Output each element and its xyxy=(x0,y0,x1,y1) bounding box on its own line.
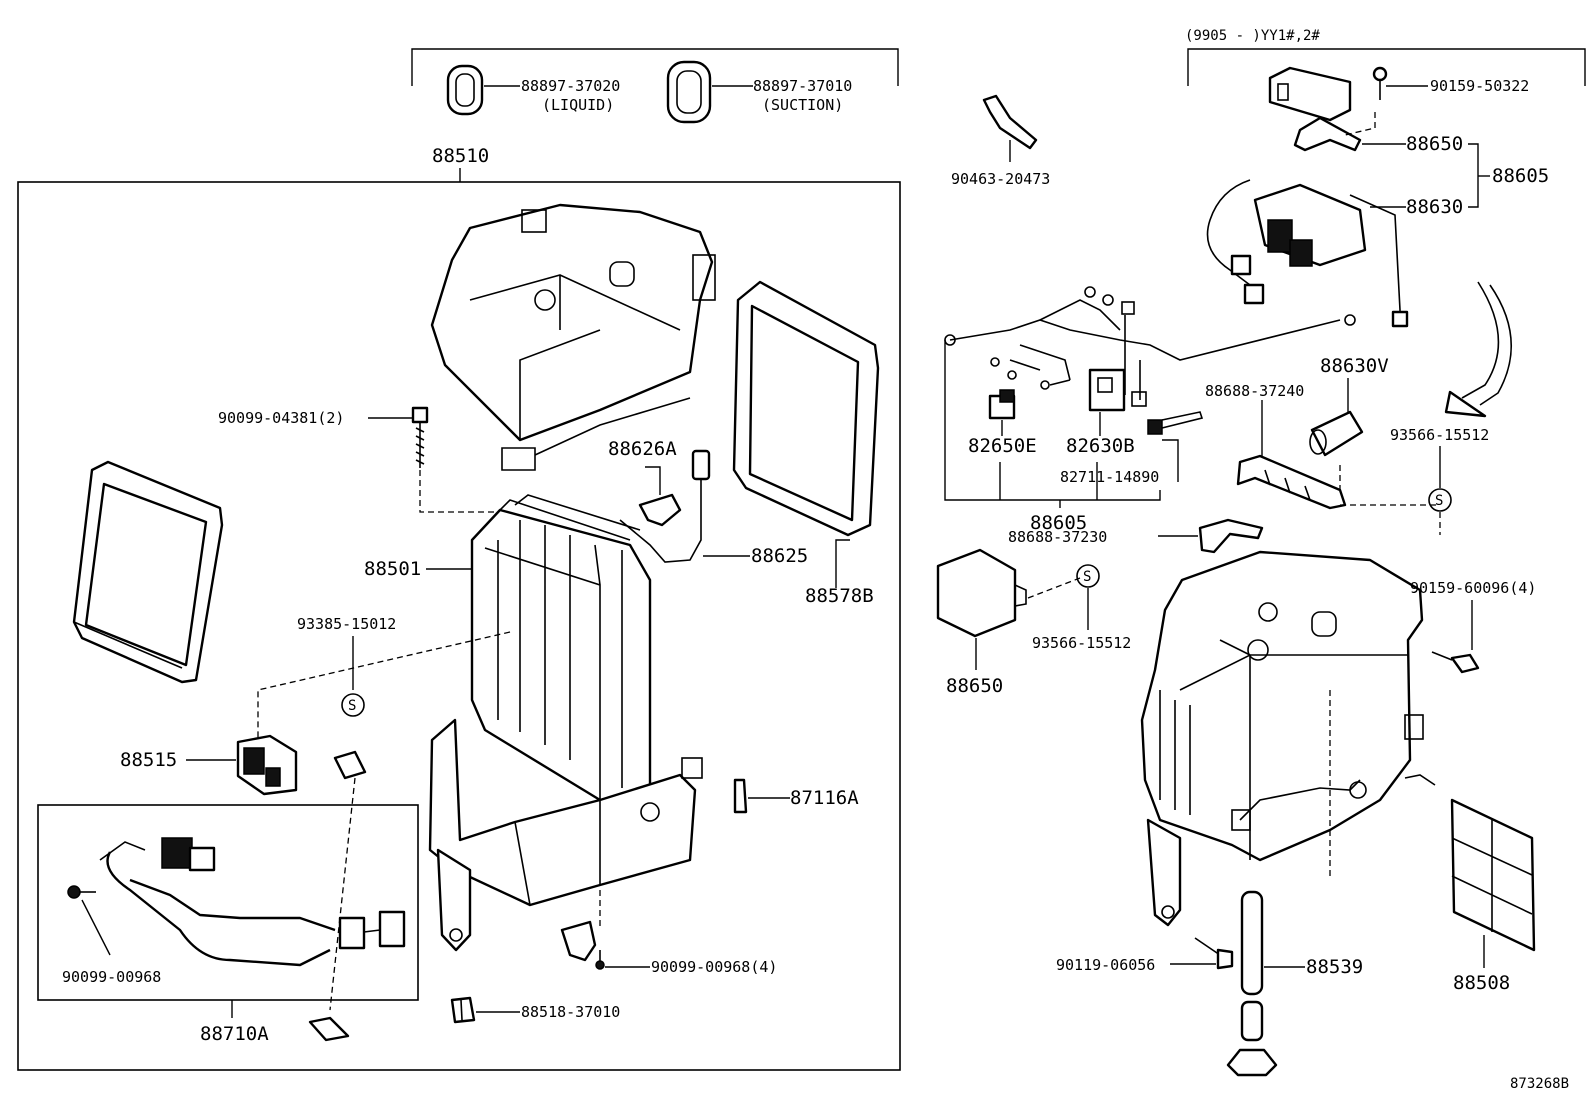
label-90099-00968-4: 90099-00968(4) xyxy=(651,958,777,976)
gasket-frame-left-icon xyxy=(72,460,224,684)
label-88508: 88508 xyxy=(1453,972,1510,994)
svg-text:S: S xyxy=(1083,569,1091,585)
expansion-valve-icon xyxy=(236,734,298,796)
label-88688-37230: 88688-37230 xyxy=(1008,528,1107,546)
gasket-frame-right-icon xyxy=(732,280,880,537)
bracket-top-icon xyxy=(1293,116,1362,152)
label-88578B: 88578B xyxy=(805,585,874,607)
label-90099-00968: 90099-00968 xyxy=(62,968,161,986)
label-90159-60096: 90159-60096(4) xyxy=(1410,579,1536,597)
label-liquid: (LIQUID) xyxy=(542,96,614,114)
evaporator-core-icon xyxy=(470,494,652,802)
hex-screw-icon xyxy=(1431,651,1480,674)
label-88630: 88630 xyxy=(1406,196,1463,218)
oring-suction-icon xyxy=(666,60,712,124)
label-93385-15012: 93385-15012 xyxy=(297,615,396,633)
screw-icon xyxy=(595,950,605,970)
label-88710A: 88710A xyxy=(200,1023,269,1045)
svg-text:S: S xyxy=(348,698,356,714)
label-88515: 88515 xyxy=(120,749,177,771)
oring-liquid-icon xyxy=(446,64,484,116)
label-88897-37020: 88897-37020 xyxy=(521,77,620,95)
label-90099-04381: 90099-04381(2) xyxy=(218,409,344,427)
relay-box-icon xyxy=(1268,66,1352,122)
label-87116A: 87116A xyxy=(790,787,859,809)
label-88539: 88539 xyxy=(1306,956,1363,978)
label-90463-20473: 90463-20473 xyxy=(951,170,1050,188)
assembled-unit-icon xyxy=(1140,550,1436,927)
s-mark-icon: S xyxy=(341,693,365,717)
label-82630B: 82630B xyxy=(1066,435,1135,457)
screw-top-icon xyxy=(1372,66,1388,100)
small-screw-icon xyxy=(67,885,96,899)
s-mark-right-icon: S xyxy=(1428,488,1452,512)
oring-bracket xyxy=(411,48,899,86)
thermistor-icon xyxy=(619,449,711,563)
label-88626A: 88626A xyxy=(608,438,677,460)
bracket-icon xyxy=(560,920,597,962)
thermistor-clip-icon xyxy=(638,493,682,527)
label-88605-mid: 88605 xyxy=(1030,512,1087,534)
amplifier-box-icon xyxy=(936,548,1027,638)
label-90119-06056: 90119-06056 xyxy=(1056,956,1155,974)
connector-82650E-icon xyxy=(988,389,1016,420)
label-88510: 88510 xyxy=(432,145,489,167)
label-82650E: 82650E xyxy=(968,435,1037,457)
bolt-small-icon xyxy=(1194,937,1234,970)
label-88897-37010: 88897-37010 xyxy=(753,77,852,95)
vsv-icon xyxy=(1309,410,1364,457)
label-88650-top: 88650 xyxy=(1406,133,1463,155)
lower-case-icon xyxy=(428,718,703,952)
band-clamp-icon xyxy=(982,94,1038,150)
evaporator-unit-box xyxy=(17,181,901,1071)
refrigerant-tube-icon xyxy=(99,837,406,967)
connector-82711-icon xyxy=(1147,411,1204,435)
bracket-plate-icon xyxy=(1236,454,1347,510)
upper-case-icon xyxy=(430,203,716,471)
label-93566-15512-right: 93566-15512 xyxy=(1390,426,1489,444)
label-88650-left: 88650 xyxy=(946,675,1003,697)
drain-hose-icon xyxy=(1226,890,1278,1077)
svg-text:S: S xyxy=(1435,493,1443,509)
relay-82630B-icon xyxy=(1088,368,1126,412)
arrow-icon xyxy=(1444,281,1512,418)
relay-bracket xyxy=(1187,48,1586,86)
bolt-icon xyxy=(411,406,429,468)
drain-clip-icon xyxy=(450,996,476,1024)
label-88688-37240: 88688-37240 xyxy=(1205,382,1304,400)
label-82711-14890: 82711-14890 xyxy=(1060,468,1159,486)
clamp-clip-icon xyxy=(733,778,748,814)
label-88605-top: 88605 xyxy=(1492,165,1549,187)
label-93566-15512-left: 93566-15512 xyxy=(1032,634,1131,652)
label-88630V: 88630V xyxy=(1320,355,1389,377)
label-88625: 88625 xyxy=(751,545,808,567)
diagram-id: 873268B xyxy=(1510,1076,1569,1092)
label-88518-37010: 88518-37010 xyxy=(521,1003,620,1021)
range-note: (9905 - )YY1#,2# xyxy=(1185,28,1320,44)
clip-icon xyxy=(333,750,367,780)
label-90159-50322: 90159-50322 xyxy=(1430,77,1529,95)
label-suction: (SUCTION) xyxy=(762,96,843,114)
tube-subassembly-box xyxy=(37,804,419,1001)
label-88501: 88501 xyxy=(364,558,421,580)
bottom-clip-icon xyxy=(308,1016,350,1042)
s-mark-left-icon: S xyxy=(1076,564,1100,588)
filter-icon xyxy=(1450,798,1536,952)
relay-cluster-icon xyxy=(1206,179,1409,328)
small-bracket-icon xyxy=(1198,518,1264,554)
